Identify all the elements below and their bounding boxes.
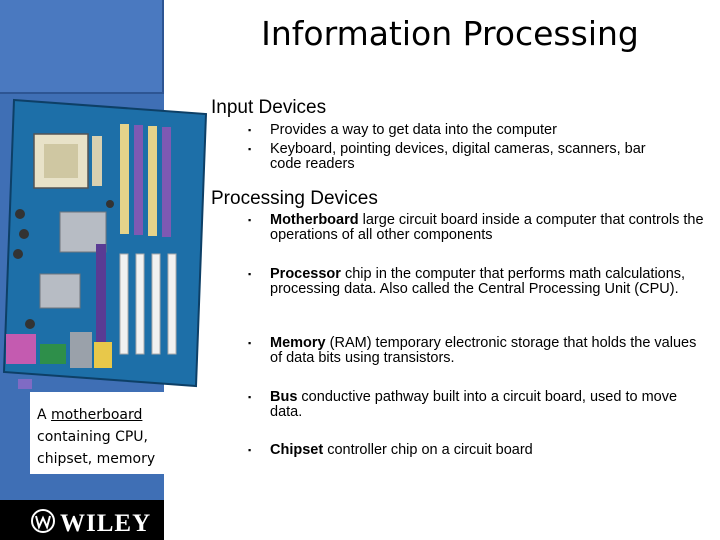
page-title: Information Processing [261, 14, 639, 53]
bullet-text: Bus conductive pathway built into a circ… [270, 390, 708, 420]
term-label: Chipset [270, 442, 324, 458]
bullet-text: Chipset controller chip on a circuit boa… [270, 443, 708, 458]
term-description: chip in the computer that performs math … [270, 266, 686, 297]
list-item: ▪ Keyboard, pointing devices, digital ca… [248, 142, 708, 172]
bullet-marker: ▪ [248, 144, 252, 154]
term-label: Processor [270, 266, 341, 282]
bullet-text: Memory (RAM) temporary electronic storag… [270, 336, 708, 366]
image-caption: A motherboard containing CPU, chipset, m… [30, 392, 164, 474]
list-item: ▪ Memory (RAM) temporary electronic stor… [248, 336, 708, 366]
wiley-monogram-icon [30, 508, 56, 539]
bullet-marker: ▪ [248, 338, 252, 348]
caption-prefix: A [37, 407, 52, 423]
term-description: controller chip on a circuit board [323, 442, 533, 458]
motherboard-image [0, 94, 210, 394]
list-item: ▪ Provides a way to get data into the co… [248, 123, 708, 138]
term-label: Bus [270, 389, 298, 405]
bullet-text: Keyboard, pointing devices, digital came… [270, 141, 646, 172]
bullet-marker: ▪ [248, 269, 252, 279]
wiley-wordmark: WILEY [60, 509, 152, 537]
caption-line-2: containing CPU, [37, 429, 148, 445]
caption-motherboard-link[interactable]: motherboard [51, 407, 143, 423]
term-label: Motherboard [270, 212, 359, 228]
bullet-text: Provides a way to get data into the comp… [270, 122, 557, 138]
bullet-marker: ▪ [248, 445, 252, 455]
bullet-text: Processor chip in the computer that perf… [270, 267, 708, 297]
bullet-marker: ▪ [248, 125, 252, 135]
term-description: (RAM) temporary electronic storage that … [270, 335, 697, 366]
bullet-marker: ▪ [248, 215, 252, 225]
processing-devices-heading: Processing Devices [211, 188, 378, 209]
term-label: Memory [270, 335, 326, 351]
bullet-marker: ▪ [248, 392, 252, 402]
input-devices-heading: Input Devices [211, 97, 327, 118]
sidebar-top-block [0, 0, 164, 94]
wiley-logo: WILEY [30, 508, 151, 539]
caption-line-3: chipset, memory [37, 451, 156, 467]
term-description: large circuit board inside a computer th… [270, 212, 704, 243]
list-item: ▪ Processor chip in the computer that pe… [248, 267, 708, 297]
bullet-text: Motherboard large circuit board inside a… [270, 213, 708, 243]
logo-bar [0, 500, 164, 540]
term-description: conductive pathway built into a circuit … [270, 389, 678, 420]
caption-line-1: A motherboard [37, 404, 164, 426]
list-item: ▪ Chipset controller chip on a circuit b… [248, 443, 708, 458]
list-item: ▪ Motherboard large circuit board inside… [248, 213, 708, 243]
list-item: ▪ Bus conductive pathway built into a ci… [248, 390, 708, 420]
